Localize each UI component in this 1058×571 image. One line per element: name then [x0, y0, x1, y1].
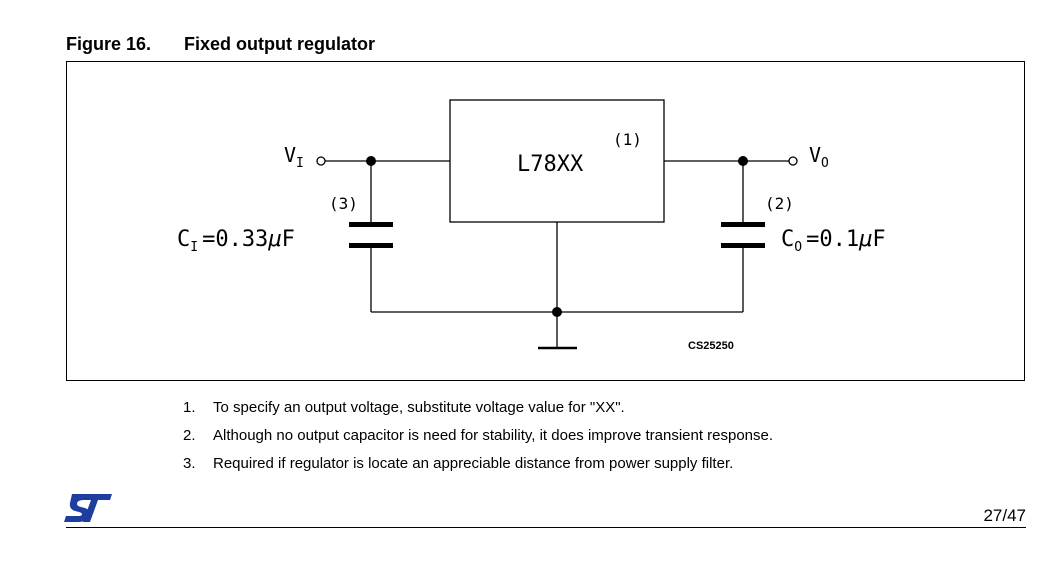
ground-junction-dot — [552, 307, 562, 317]
ic-footnote-ref: (1) — [613, 130, 642, 149]
input-voltage-label: VI — [284, 143, 304, 171]
output-voltage-label: VO — [809, 143, 829, 171]
note-number: 3. — [183, 455, 196, 472]
drawing-code: CS25250 — [688, 340, 734, 352]
footer-divider — [66, 527, 1026, 528]
input-cap-plate-top — [349, 222, 393, 227]
output-cap-footnote-ref: (2) — [765, 194, 794, 213]
ic-label: L78XX — [517, 152, 584, 177]
input-terminal — [316, 156, 326, 166]
note-text: Required if regulator is locate an appre… — [213, 455, 734, 472]
output-terminal — [788, 156, 798, 166]
input-junction-dot — [366, 156, 376, 166]
figure-caption: Figure 16. Fixed output regulator — [66, 34, 375, 55]
output-junction-dot — [738, 156, 748, 166]
input-cap-plate-bottom — [349, 243, 393, 248]
figure-title: Fixed output regulator — [184, 34, 375, 54]
input-cap-value: CI=0.33μF — [177, 227, 295, 255]
output-cap-plate-bottom — [721, 243, 765, 248]
note-text: To specify an output voltage, substitute… — [213, 399, 625, 416]
input-cap-footnote-ref: (3) — [329, 194, 358, 213]
output-cap-plate-top — [721, 222, 765, 227]
note-text: Although no output capacitor is need for… — [213, 427, 774, 444]
st-logo — [64, 494, 112, 522]
page-number: 27/47 — [983, 506, 1026, 525]
note-number: 2. — [183, 427, 196, 444]
figure-frame — [66, 61, 1025, 381]
note-number: 1. — [183, 399, 196, 416]
figure-number: Figure 16. — [66, 34, 152, 54]
output-cap-value: CO=0.1μF — [781, 227, 886, 255]
